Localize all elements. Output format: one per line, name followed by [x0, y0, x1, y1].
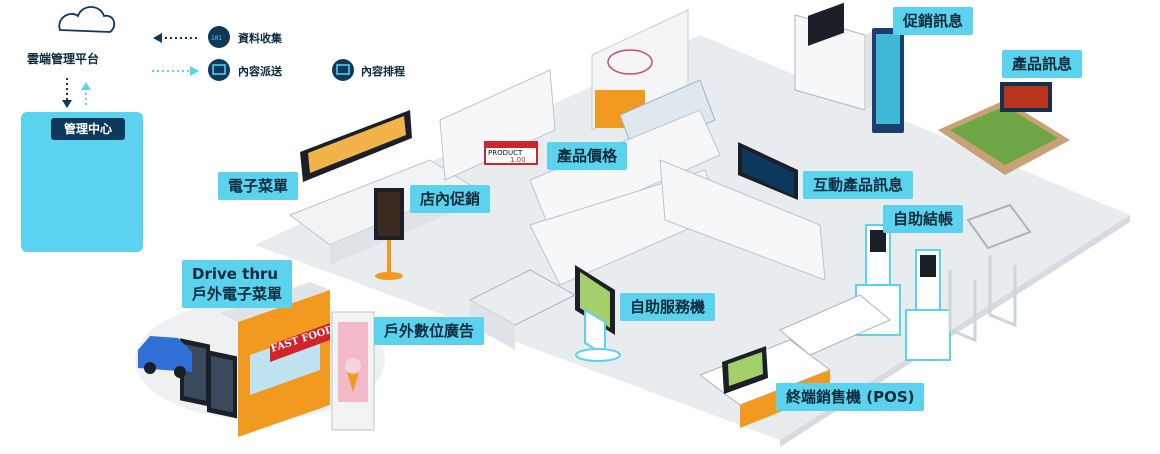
car-wheel-2 [174, 366, 186, 378]
pos-counter-1 [779, 294, 891, 356]
digital-menu-display [308, 116, 406, 173]
promo-kiosk-display [876, 34, 900, 124]
label-self-service-kiosk: 自助服務機 [620, 293, 716, 321]
label-in-store-promo: 店內促銷 [410, 185, 491, 213]
legend-content-scheduling: 內容排程 [361, 65, 405, 78]
content-scheduling-icon [332, 59, 354, 81]
label-drive-thru-line2: 戶外電子菜單 [192, 285, 283, 303]
legend-content-delivery: 內容派送 [238, 65, 282, 78]
service-kiosk-display [580, 272, 610, 328]
promo-stand-base [375, 272, 403, 280]
promo-stand-display [378, 192, 400, 236]
pos-screen-2-display [728, 352, 763, 386]
shopping-cart [966, 203, 1032, 250]
label-product-price: 產品價格 [547, 142, 628, 170]
ice-cream-icon [347, 372, 359, 392]
label-digital-menu: 電子菜單 [218, 172, 299, 200]
ice-cream-scoop [345, 358, 361, 374]
price-tag-price-text: 1.00 [510, 156, 526, 164]
label-product-info: 產品訊息 [1002, 50, 1083, 78]
produce-screen-display [1004, 86, 1048, 108]
content-delivery-icon [208, 59, 230, 81]
car-wheel [144, 362, 156, 374]
arrow-up-head [81, 82, 91, 90]
interactive-display [742, 148, 794, 196]
data-collection-icon [208, 26, 230, 48]
freezer-front [470, 300, 515, 350]
label-drive-thru-line1: Drive thru [192, 265, 279, 283]
label-drive-thru: Drive thru 戶外電子菜單 [182, 260, 293, 308]
drive-thru-display-2 [211, 355, 233, 413]
label-outdoor-ad: 戶外數位廣告 [374, 317, 485, 345]
price-tag-header [485, 142, 537, 148]
checkout-kiosk-2-base [905, 309, 951, 361]
management-center-title: 管理中心 [51, 118, 125, 140]
price-tag-product-text: PRODUCT [488, 149, 523, 157]
svg-text:101: 101 [211, 35, 222, 42]
pos-screen-1 [808, 2, 844, 46]
cloud-icon [58, 6, 116, 33]
label-interactive-product-info: 互動產品訊息 [803, 171, 914, 199]
produce-greens [950, 106, 1058, 165]
checkout-kiosk-2-screen [920, 255, 936, 277]
label-pos: 終端銷售機 (POS) [776, 383, 925, 411]
fast-food-sign-bg [270, 323, 330, 362]
freezer [468, 269, 577, 326]
management-center-panel: 管理中心 [21, 112, 143, 252]
exit-gate-2 [988, 255, 1017, 328]
pig-icon [607, 49, 653, 75]
legend-data-collection: 資料收集 [238, 32, 282, 45]
legend-deliver-head [190, 66, 199, 76]
shelf-left [439, 69, 556, 181]
checkout-kiosk-1-screen [870, 230, 886, 252]
service-kiosk-base [575, 348, 621, 362]
label-promo-info: 促銷訊息 [893, 7, 974, 35]
label-self-checkout: 自助結帳 [883, 205, 964, 233]
legend-collect-head [153, 33, 162, 43]
shelf-right [659, 159, 826, 281]
exit-gate [948, 270, 977, 343]
shelf-center-a [529, 109, 721, 231]
arrow-down-head [62, 100, 72, 108]
cloud-platform-label: 雲端管理平台 [27, 52, 100, 66]
